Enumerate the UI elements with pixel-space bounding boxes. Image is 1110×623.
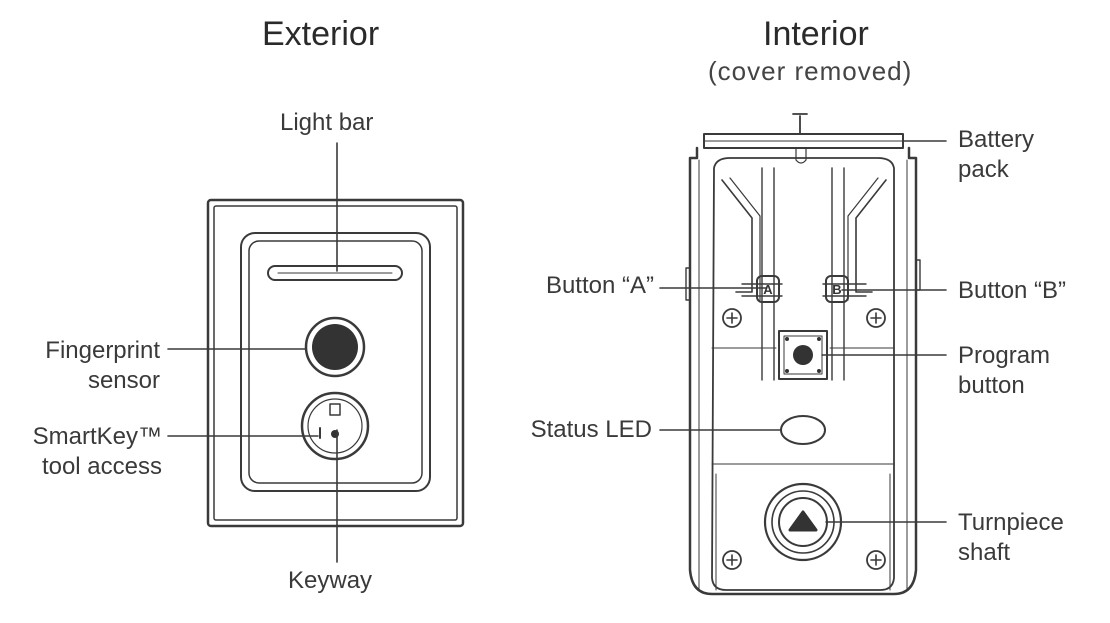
- interior-title: Interior: [763, 15, 869, 53]
- program-button-label: Program button: [958, 342, 1051, 399]
- light-bar-shape: [267, 265, 403, 281]
- fingerprint-sensor-shape: [312, 324, 358, 370]
- status-led-label: Status LED: [530, 416, 652, 443]
- battery-pack-label: Battery pack: [958, 126, 1035, 183]
- program-button-shape: [793, 345, 813, 365]
- fingerprint-sensor-label: Fingerprint sensor: [45, 337, 160, 394]
- button-b-letter: B: [832, 282, 841, 297]
- button-b-label: Button “B”: [958, 277, 1067, 304]
- interior-lock: [685, 113, 921, 596]
- keyway-label: Keyway: [288, 567, 373, 594]
- smartkey-label: SmartKey™ tool access: [32, 423, 162, 480]
- exterior-lock: [206, 198, 465, 528]
- status-led-shape: [780, 415, 826, 445]
- exterior-title: Exterior: [262, 15, 380, 53]
- button-a-label: Button “A”: [545, 272, 654, 299]
- interior-subtitle: (cover removed): [708, 56, 913, 86]
- exterior-leaders: [167, 142, 338, 563]
- turnpiece-shaft-label: Turnpiece shaft: [958, 509, 1064, 566]
- button-a-letter: A: [763, 282, 773, 297]
- turnpiece-shape: [788, 510, 818, 532]
- light-bar-label: Light bar: [280, 109, 374, 136]
- interior-leaders: [659, 140, 947, 523]
